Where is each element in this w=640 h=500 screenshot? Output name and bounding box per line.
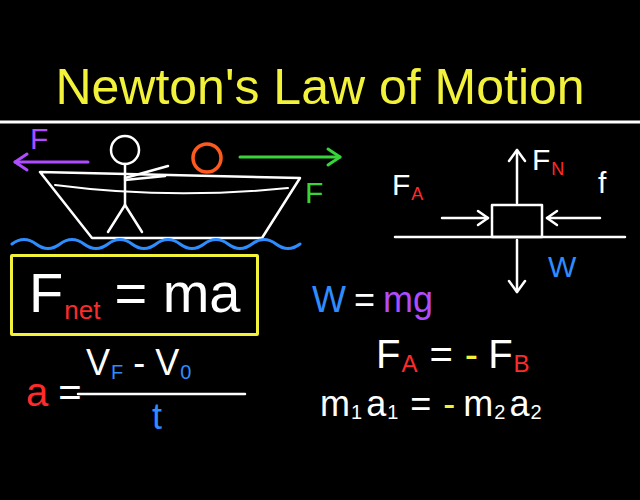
equation-subscript: 2 (494, 402, 505, 422)
equation-subscript: A (401, 352, 417, 376)
weight-arrow (516, 240, 519, 292)
equation-subscript: 1 (351, 402, 362, 422)
formula-box: Fnet = ma (10, 254, 259, 336)
figure-body (124, 164, 127, 205)
equation-term: m (463, 386, 493, 422)
equation-term: - (443, 386, 455, 422)
figure-leg (125, 205, 142, 232)
equation-subscript: 0 (180, 362, 191, 382)
formula-text: F (29, 265, 63, 321)
force-arrow (15, 161, 88, 164)
equation-term: - (133, 345, 145, 381)
force-label: F (392, 170, 410, 200)
equation-term: - (465, 334, 478, 374)
arrowhead (478, 211, 488, 225)
equation-term: a (366, 386, 386, 422)
force-label: F (532, 145, 550, 175)
equation-term: F (488, 334, 512, 374)
equation-term: W (312, 282, 346, 318)
force-subscript: N (551, 160, 564, 178)
equation-term: V (86, 345, 110, 381)
normal-arrow (516, 150, 519, 203)
ball (193, 144, 221, 172)
equation-term: = (429, 334, 452, 374)
boat-rim (55, 185, 288, 193)
force-label: F (30, 124, 48, 154)
equation-term: V (155, 345, 179, 381)
force-subscript: A (411, 185, 423, 203)
equation-term: = (354, 282, 375, 318)
equation-subscript: 1 (387, 402, 398, 422)
equation-term: = (58, 372, 81, 412)
force-label: f (598, 168, 606, 198)
equation-term: mg (383, 282, 433, 318)
equation-subscript: B (514, 352, 530, 376)
title-underline (0, 121, 640, 124)
force-arrow (240, 156, 340, 159)
arrowhead (328, 149, 340, 165)
formula-text: net (64, 297, 100, 323)
applied-arrow (442, 217, 488, 220)
equation-term: a (26, 372, 48, 412)
arrowhead (547, 211, 557, 225)
arrowhead (509, 281, 525, 292)
equation-term: F (376, 334, 400, 374)
equation-subscript: 2 (530, 402, 541, 422)
force-label: W (548, 252, 576, 282)
figure-leg (108, 205, 125, 232)
formula-text: = ma (114, 265, 240, 321)
force-label: F (305, 178, 323, 208)
equation-subscript: F (111, 362, 123, 382)
fraction-bar (78, 393, 245, 396)
equation-term: a (509, 386, 529, 422)
arrowhead (15, 154, 27, 170)
title: Newton's Law of Motion (55, 62, 584, 112)
block (492, 205, 542, 237)
water (12, 240, 300, 249)
figure-arm (125, 176, 165, 180)
arrowhead (509, 150, 525, 161)
boat-hull (40, 172, 300, 238)
equation-term: = (410, 386, 431, 422)
equation-term: t (152, 399, 162, 435)
equation-term: m (320, 386, 350, 422)
friction-arrow (547, 217, 600, 220)
figure-head (111, 136, 139, 164)
